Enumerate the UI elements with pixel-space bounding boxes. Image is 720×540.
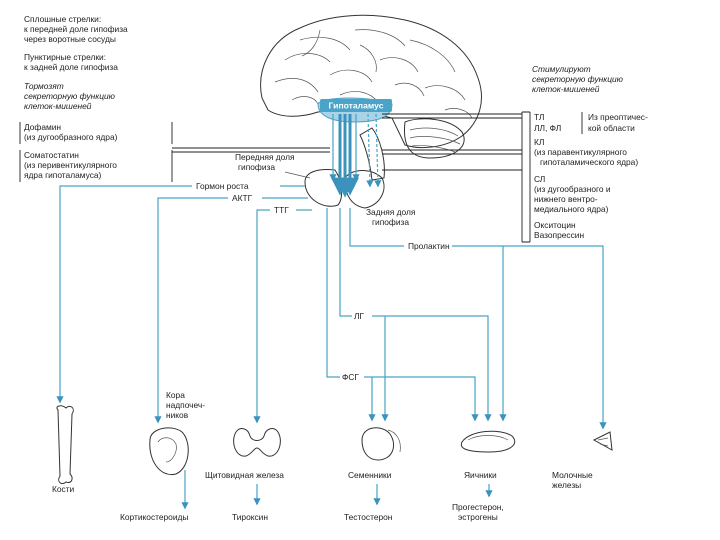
testes-illustration [361, 427, 401, 461]
preoptic-1: Из преоптичес- [588, 112, 648, 122]
somatostatin-label: Соматостатин [24, 150, 79, 160]
portal-arrows [329, 113, 382, 198]
anterior-label-1: Передняя доля [235, 152, 295, 162]
dopamine-source: (из дугообразного ядра) [24, 132, 118, 142]
posterior-label-2: гипофиза [372, 217, 409, 227]
legend-inhibit-3: клеток-мишеней [24, 101, 92, 111]
oxytocin-label: Окситоцин [534, 220, 576, 230]
thyroid-illustration [233, 428, 281, 457]
sl-source-3: медиального ядра) [534, 204, 609, 214]
product-corticosteroids: Кортикостероиды [120, 512, 188, 522]
hormone-growth: Гормон роста [196, 181, 249, 191]
sl-label: СЛ [534, 174, 545, 184]
sl-source-2: нижнего вентро- [534, 194, 598, 204]
hormone-tsh: ТТГ [274, 205, 289, 215]
ll-fl-label: ЛЛ, ФЛ [534, 123, 561, 133]
dopamine-label: Дофамин [24, 122, 61, 132]
mammary-illustration [592, 431, 613, 451]
posterior-label-1: Задняя доля [366, 207, 415, 217]
product-progesterone-2: эстрогены [458, 512, 498, 522]
inhibitors: Дофамин (из дугообразного ядра) Соматост… [19, 122, 330, 182]
anterior-pituitary [304, 169, 343, 207]
legend-solid-1: Сплошные стрелки: [24, 14, 101, 24]
target-ovaries: Яичники [464, 470, 497, 480]
hormone-fsh: ФСГ [342, 372, 359, 382]
kl-label: КЛ [534, 137, 544, 147]
product-thyroxine: Тироксин [232, 512, 268, 522]
somatostatin-source-2: ядра гипоталамуса) [24, 170, 102, 180]
hormone-pathways: Гормон роста АКТГ ТТГ Пролактин ЛГ ФСГ [60, 181, 603, 428]
legend-dotted-2: к задней доле гипофиза [24, 62, 118, 72]
target-thyroid: Щитовидная железа [205, 470, 284, 480]
target-adrenal-2: надпочеч- [166, 400, 205, 410]
posterior-pituitary [344, 170, 385, 209]
target-adrenal-3: ников [166, 410, 189, 420]
brain-illustration: Гипоталамус [260, 14, 482, 209]
anterior-label-2: гипофиза [238, 162, 275, 172]
legend-stim-2: секреторную функцию [532, 74, 624, 84]
legend-stim-1: Стимулируют [532, 64, 591, 74]
bone-illustration [56, 405, 74, 485]
target-adrenal-1: Кора [166, 390, 185, 400]
hypothalamus-label: Гипоталамус [329, 101, 384, 111]
product-progesterone-1: Прогестерон, [452, 502, 504, 512]
legend-stim-3: клеток-мишеней [532, 84, 600, 94]
kl-source-1: (из паравентикулярного [534, 147, 627, 157]
preoptic-2: кой области [588, 123, 635, 133]
target-testes: Семенники [348, 470, 392, 480]
hormone-acth: АКТГ [232, 193, 253, 203]
kl-source-2: гипоталамического ядра) [540, 157, 638, 167]
legend-dotted-1: Пунктирные стрелки: [24, 52, 106, 62]
stimulators: ТЛ ЛЛ, ФЛ Из преоптичес- кой области КЛ … [382, 111, 648, 243]
target-bones: Кости [52, 484, 75, 494]
target-mammary-2: железы [552, 480, 581, 490]
legend-left: Сплошные стрелки: к передней доле гипофи… [24, 14, 128, 111]
legend-solid-3: через воротные сосуды [24, 34, 116, 44]
somatostatin-source-1: (из перивентикулярного [24, 160, 117, 170]
product-testosterone: Тестостерон [344, 512, 393, 522]
adrenal-illustration [149, 427, 189, 476]
legend-right: Стимулируют секреторную функцию клеток-м… [532, 64, 624, 94]
tl-label: ТЛ [534, 112, 544, 122]
target-mammary-1: Молочные [552, 470, 593, 480]
legend-solid-2: к передней доле гипофиза [24, 24, 128, 34]
legend-inhibit-2: секреторную функцию [24, 91, 116, 101]
vasopressin-label: Вазопрессин [534, 230, 584, 240]
ovaries-illustration [460, 430, 516, 453]
product-arrows [181, 470, 493, 510]
hormone-lh: ЛГ [354, 311, 364, 321]
hormone-prolactin: Пролактин [408, 241, 450, 251]
sl-source-1: (из дугообразного и [534, 184, 611, 194]
legend-inhibit-1: Тормозят [24, 81, 64, 91]
